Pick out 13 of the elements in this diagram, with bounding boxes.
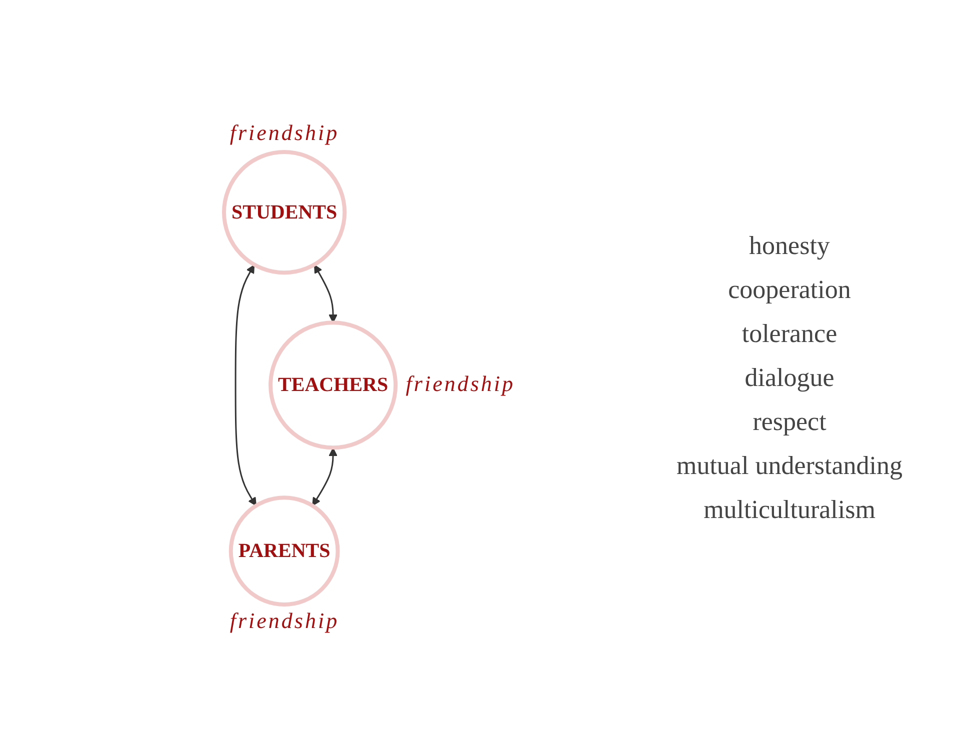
arrow [235, 264, 257, 506]
value-word: respect [752, 407, 826, 437]
value-word: multiculturalism [704, 495, 876, 525]
value-word: honesty [749, 231, 830, 261]
value-word: cooperation [728, 275, 851, 305]
arrow [314, 264, 338, 323]
node-circle: STUDENTS [222, 150, 347, 274]
node-circle: TEACHERS [268, 320, 398, 450]
value-word: tolerance [742, 319, 838, 349]
node-circle: PARENTS [229, 495, 340, 606]
arrow [312, 447, 338, 506]
value-word: mutual understanding [676, 451, 902, 481]
value-word: dialogue [744, 363, 834, 393]
